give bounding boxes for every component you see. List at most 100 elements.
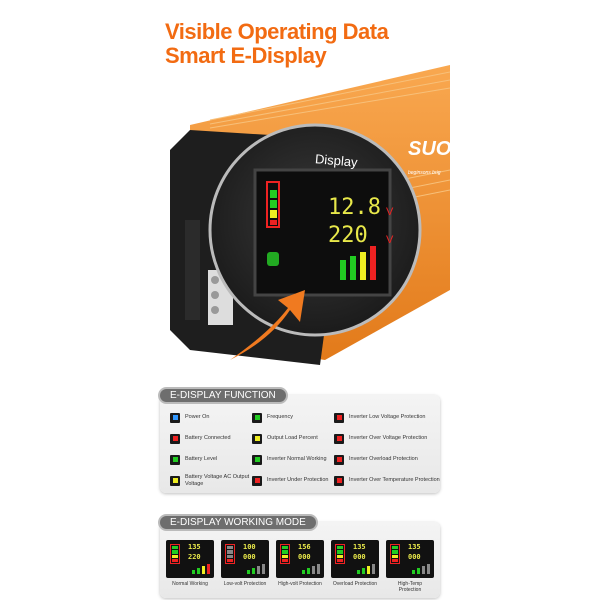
mode-bottom-value: 220 <box>188 553 201 561</box>
battery-level-icon <box>335 544 345 564</box>
ac-voltage-readout: 220 <box>328 223 368 248</box>
function-item-label: Output Load Percent <box>267 435 318 442</box>
battery-segment <box>172 546 178 550</box>
battery-segment <box>337 546 343 550</box>
overload-icon <box>334 454 344 465</box>
mode-top-value: 135 <box>408 543 421 551</box>
battery-level-icon <box>390 544 400 564</box>
battery-segment <box>337 554 343 558</box>
load-bars-icon <box>252 433 262 444</box>
function-item-label: Inverter Over Temperature Protection <box>349 477 440 484</box>
brand-tagline: beginsons brig <box>408 170 441 176</box>
battery-icon <box>170 433 180 444</box>
function-item: Battery Level <box>170 453 252 466</box>
inverter-illustration: SUO <box>170 65 452 365</box>
function-item-label: Inverter Low Voltage Protection <box>349 414 426 421</box>
title-line-1: Visible Operating Data <box>165 19 389 44</box>
function-heading: E-DISPLAY FUNCTION <box>158 387 288 404</box>
mode-top-value: 135 <box>353 543 366 551</box>
load-bars-icon <box>247 564 265 574</box>
function-item-label: Battery Level <box>185 456 218 463</box>
frequency-icon <box>252 412 262 423</box>
power-icon <box>170 412 180 423</box>
mode-label: Low-volt Protection <box>223 581 267 587</box>
battery-segment <box>392 550 398 554</box>
load-bars-icon <box>302 564 320 574</box>
function-item: Inverter Low Voltage Protection <box>334 411 444 424</box>
function-item: Inverter Normal Working <box>252 453 334 466</box>
battery-segment <box>172 558 178 562</box>
function-item: Inverter Under Protection <box>252 474 334 487</box>
load-bars-icon <box>412 564 430 574</box>
battery-segment <box>282 546 288 550</box>
battery-voltage-readout: 12.8 <box>328 195 381 220</box>
function-item-label: Power On <box>185 414 210 421</box>
temperature-icon <box>334 475 344 486</box>
function-item: Inverter Over Temperature Protection <box>334 474 444 487</box>
battery-segment <box>282 558 288 562</box>
function-item-label: Frequency <box>267 414 293 421</box>
battery-level-icon <box>170 454 180 465</box>
load-bars-icon <box>192 564 210 574</box>
battery-level-icon <box>225 544 235 564</box>
battery-level-icon <box>170 544 180 564</box>
battery-segment <box>172 550 178 554</box>
mode-top-value: 156 <box>298 543 311 551</box>
inverter-product-image: SUO Display beginsons brig 12.8 220 V V <box>150 60 452 380</box>
mode-heading: E-DISPLAY WORKING MODE <box>158 514 318 531</box>
mode-bottom-value: 000 <box>353 553 366 561</box>
battery-segment <box>282 550 288 554</box>
brand-logo: SUO <box>408 138 450 160</box>
mode-label: Normal Working <box>172 581 208 587</box>
battery-segment <box>337 550 343 554</box>
function-item: Battery Connected <box>170 432 252 445</box>
function-item: Inverter Over Voltage Protection <box>334 432 444 445</box>
battery-level-icon <box>280 544 290 564</box>
mode-label: High-volt Protection <box>278 581 322 587</box>
mode-label: Overload Protection <box>332 581 378 587</box>
battery-segment <box>337 558 343 562</box>
function-item-label: Inverter Over Voltage Protection <box>349 435 428 442</box>
shield-green-icon <box>252 454 262 465</box>
function-item: Battery Voltage AC Output Voltage <box>170 474 252 487</box>
function-item-label: Inverter Normal Working <box>267 456 327 463</box>
mode-bottom-value: 000 <box>408 553 421 561</box>
voltage-digits-icon <box>170 475 180 486</box>
title-line-2: Smart E-Display <box>165 43 327 68</box>
function-grid: Power On Frequency Inverter Low Voltage Pr… <box>170 411 440 487</box>
mode-top-value: 135 <box>188 543 201 551</box>
shield-red-icon <box>252 475 262 486</box>
battery-segment <box>227 558 233 562</box>
over-voltage-icon <box>334 433 344 444</box>
mode-top-value: 100 <box>243 543 256 551</box>
battery-segment <box>282 554 288 558</box>
function-item: Output Load Percent <box>252 432 334 445</box>
page-title: Visible Operating Data Smart E-Display <box>165 19 389 68</box>
unit-v-1: V <box>386 206 394 218</box>
mode-label: High-Temp Protection <box>397 581 423 593</box>
low-voltage-icon <box>334 412 344 423</box>
battery-segment <box>392 558 398 562</box>
function-item: Inverter Overload Protection <box>334 453 444 466</box>
function-item: Power On <box>170 411 252 424</box>
battery-segment <box>172 554 178 558</box>
battery-segment <box>227 554 233 558</box>
mode-bottom-value: 000 <box>298 553 311 561</box>
battery-segment <box>392 554 398 558</box>
function-item-label: Inverter Under Protection <box>267 477 329 484</box>
function-item-label: Inverter Overload Protection <box>349 456 418 463</box>
load-bars-icon <box>357 564 375 574</box>
